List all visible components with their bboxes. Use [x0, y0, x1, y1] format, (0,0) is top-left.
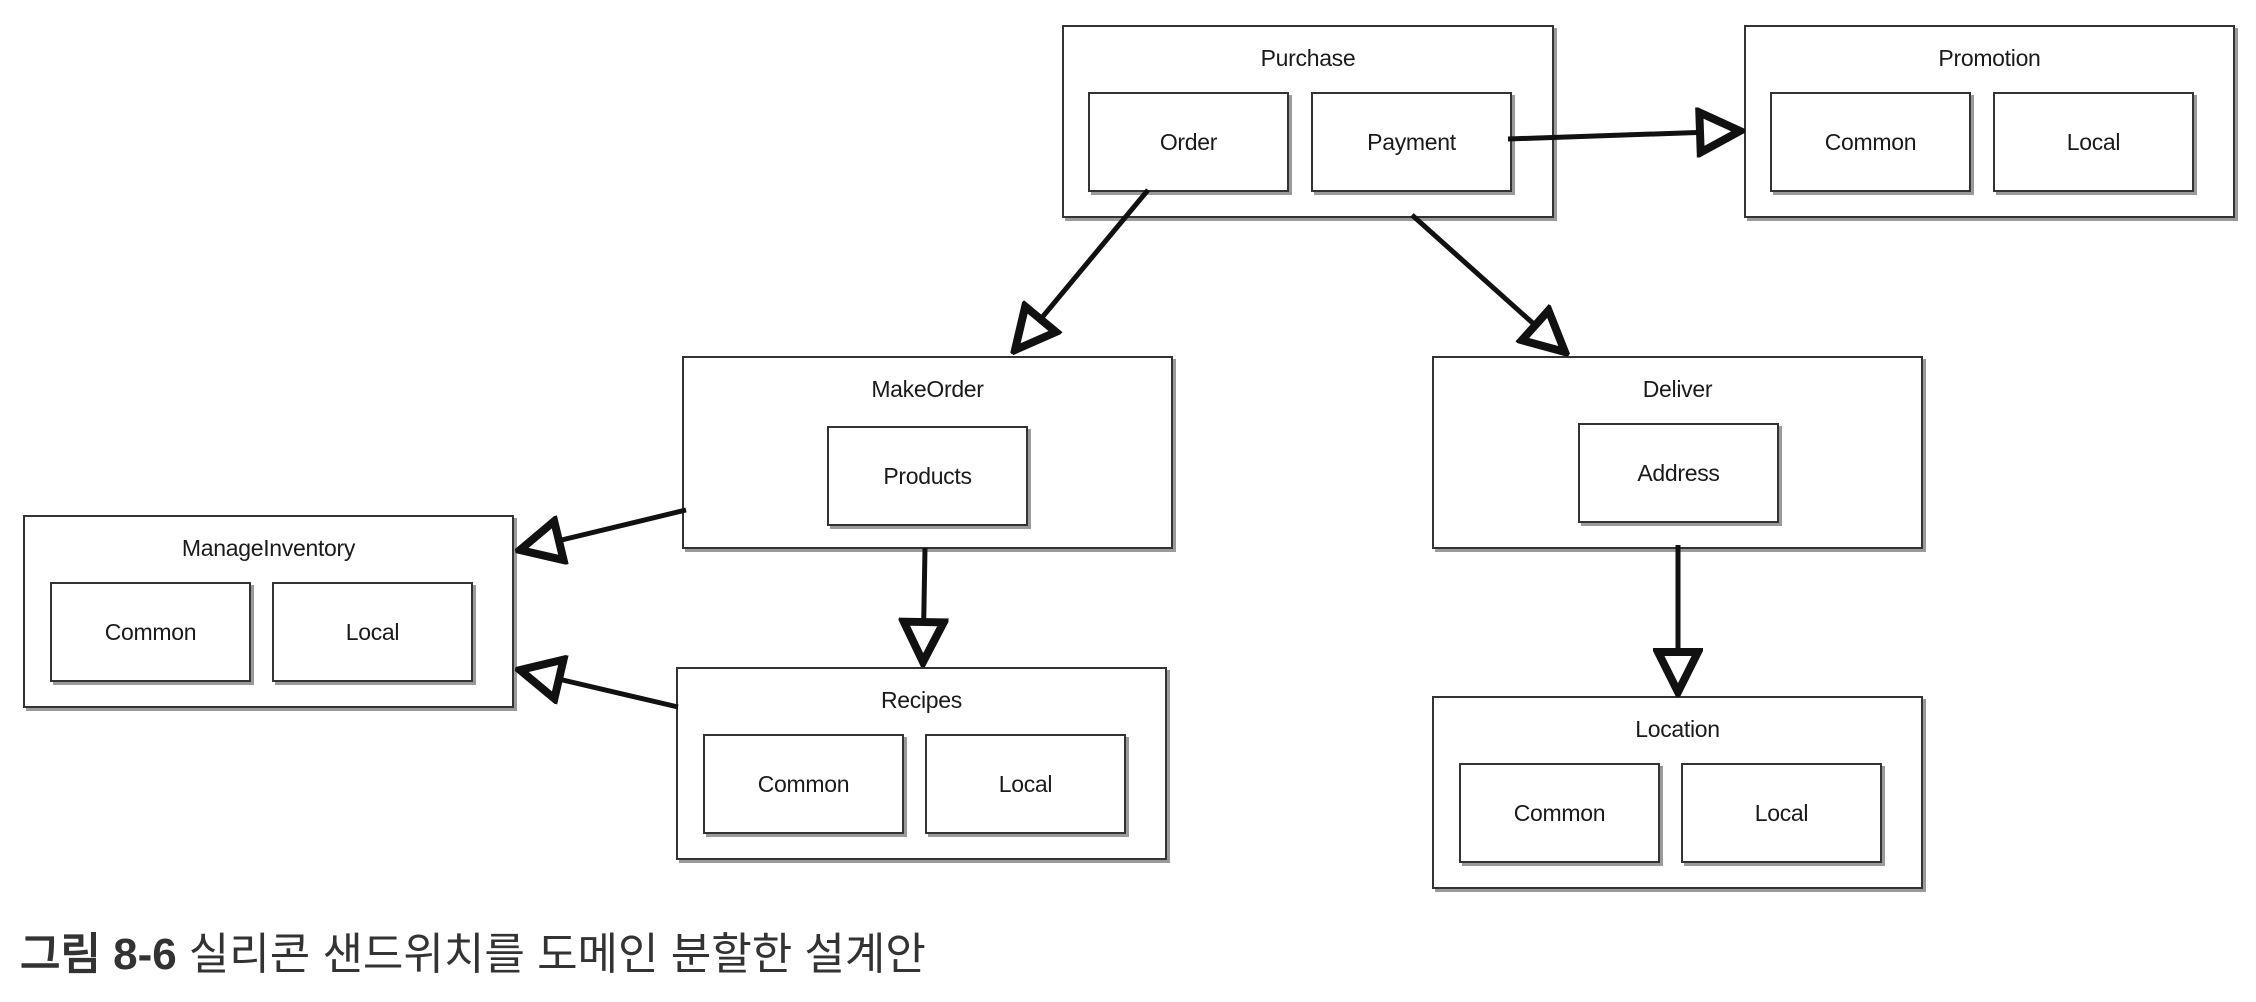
- promotion-component: Promotion Common Local: [1744, 25, 2235, 218]
- recipes-local-subcomponent: Local: [925, 734, 1126, 834]
- promotion-common-subcomponent: Common: [1770, 92, 1971, 192]
- deliver-component: Deliver Address: [1432, 356, 1923, 549]
- manageinventory-title: ManageInventory: [181, 535, 356, 561]
- arrow-recipes-to-manageinventory: [520, 670, 679, 710]
- products-subcomponent: Products: [827, 426, 1028, 526]
- arrow-makeorder-to-manageinventory: [520, 507, 687, 550]
- recipes-component: Recipes Common Local: [676, 667, 1167, 860]
- address-subcomponent: Address: [1578, 423, 1779, 523]
- order-subcomponent: Order: [1088, 92, 1289, 192]
- payment-subcomponent: Payment: [1311, 92, 1512, 192]
- manageinventory-component: ManageInventory Common Local: [23, 515, 514, 708]
- recipes-title: Recipes: [881, 687, 962, 713]
- makeorder-component: MakeOrder Products: [682, 356, 1173, 549]
- promotion-title: Promotion: [1938, 45, 2041, 71]
- location-common-subcomponent: Common: [1459, 763, 1660, 863]
- recipes-common-subcomponent: Common: [703, 734, 904, 834]
- figure-caption-text: 실리콘 샌드위치를 도메인 분할한 설계안: [188, 930, 926, 979]
- promotion-local-subcomponent: Local: [1993, 92, 2194, 192]
- manageinventory-local-subcomponent: Local: [272, 582, 473, 682]
- figure-number: 그림 8-6: [20, 930, 177, 979]
- location-component: Location Common Local: [1432, 696, 1923, 889]
- arrow-makeorder-to-recipes: [923, 547, 925, 662]
- makeorder-title: MakeOrder: [871, 376, 984, 402]
- purchase-title: Purchase: [1260, 45, 1356, 71]
- purchase-component: Purchase Order Payment: [1062, 25, 1554, 218]
- arrow-purchase-to-deliver: [1410, 213, 1565, 352]
- deliver-title: Deliver: [1642, 376, 1713, 402]
- location-local-subcomponent: Local: [1681, 763, 1882, 863]
- location-title: Location: [1635, 716, 1720, 742]
- manageinventory-common-subcomponent: Common: [50, 582, 251, 682]
